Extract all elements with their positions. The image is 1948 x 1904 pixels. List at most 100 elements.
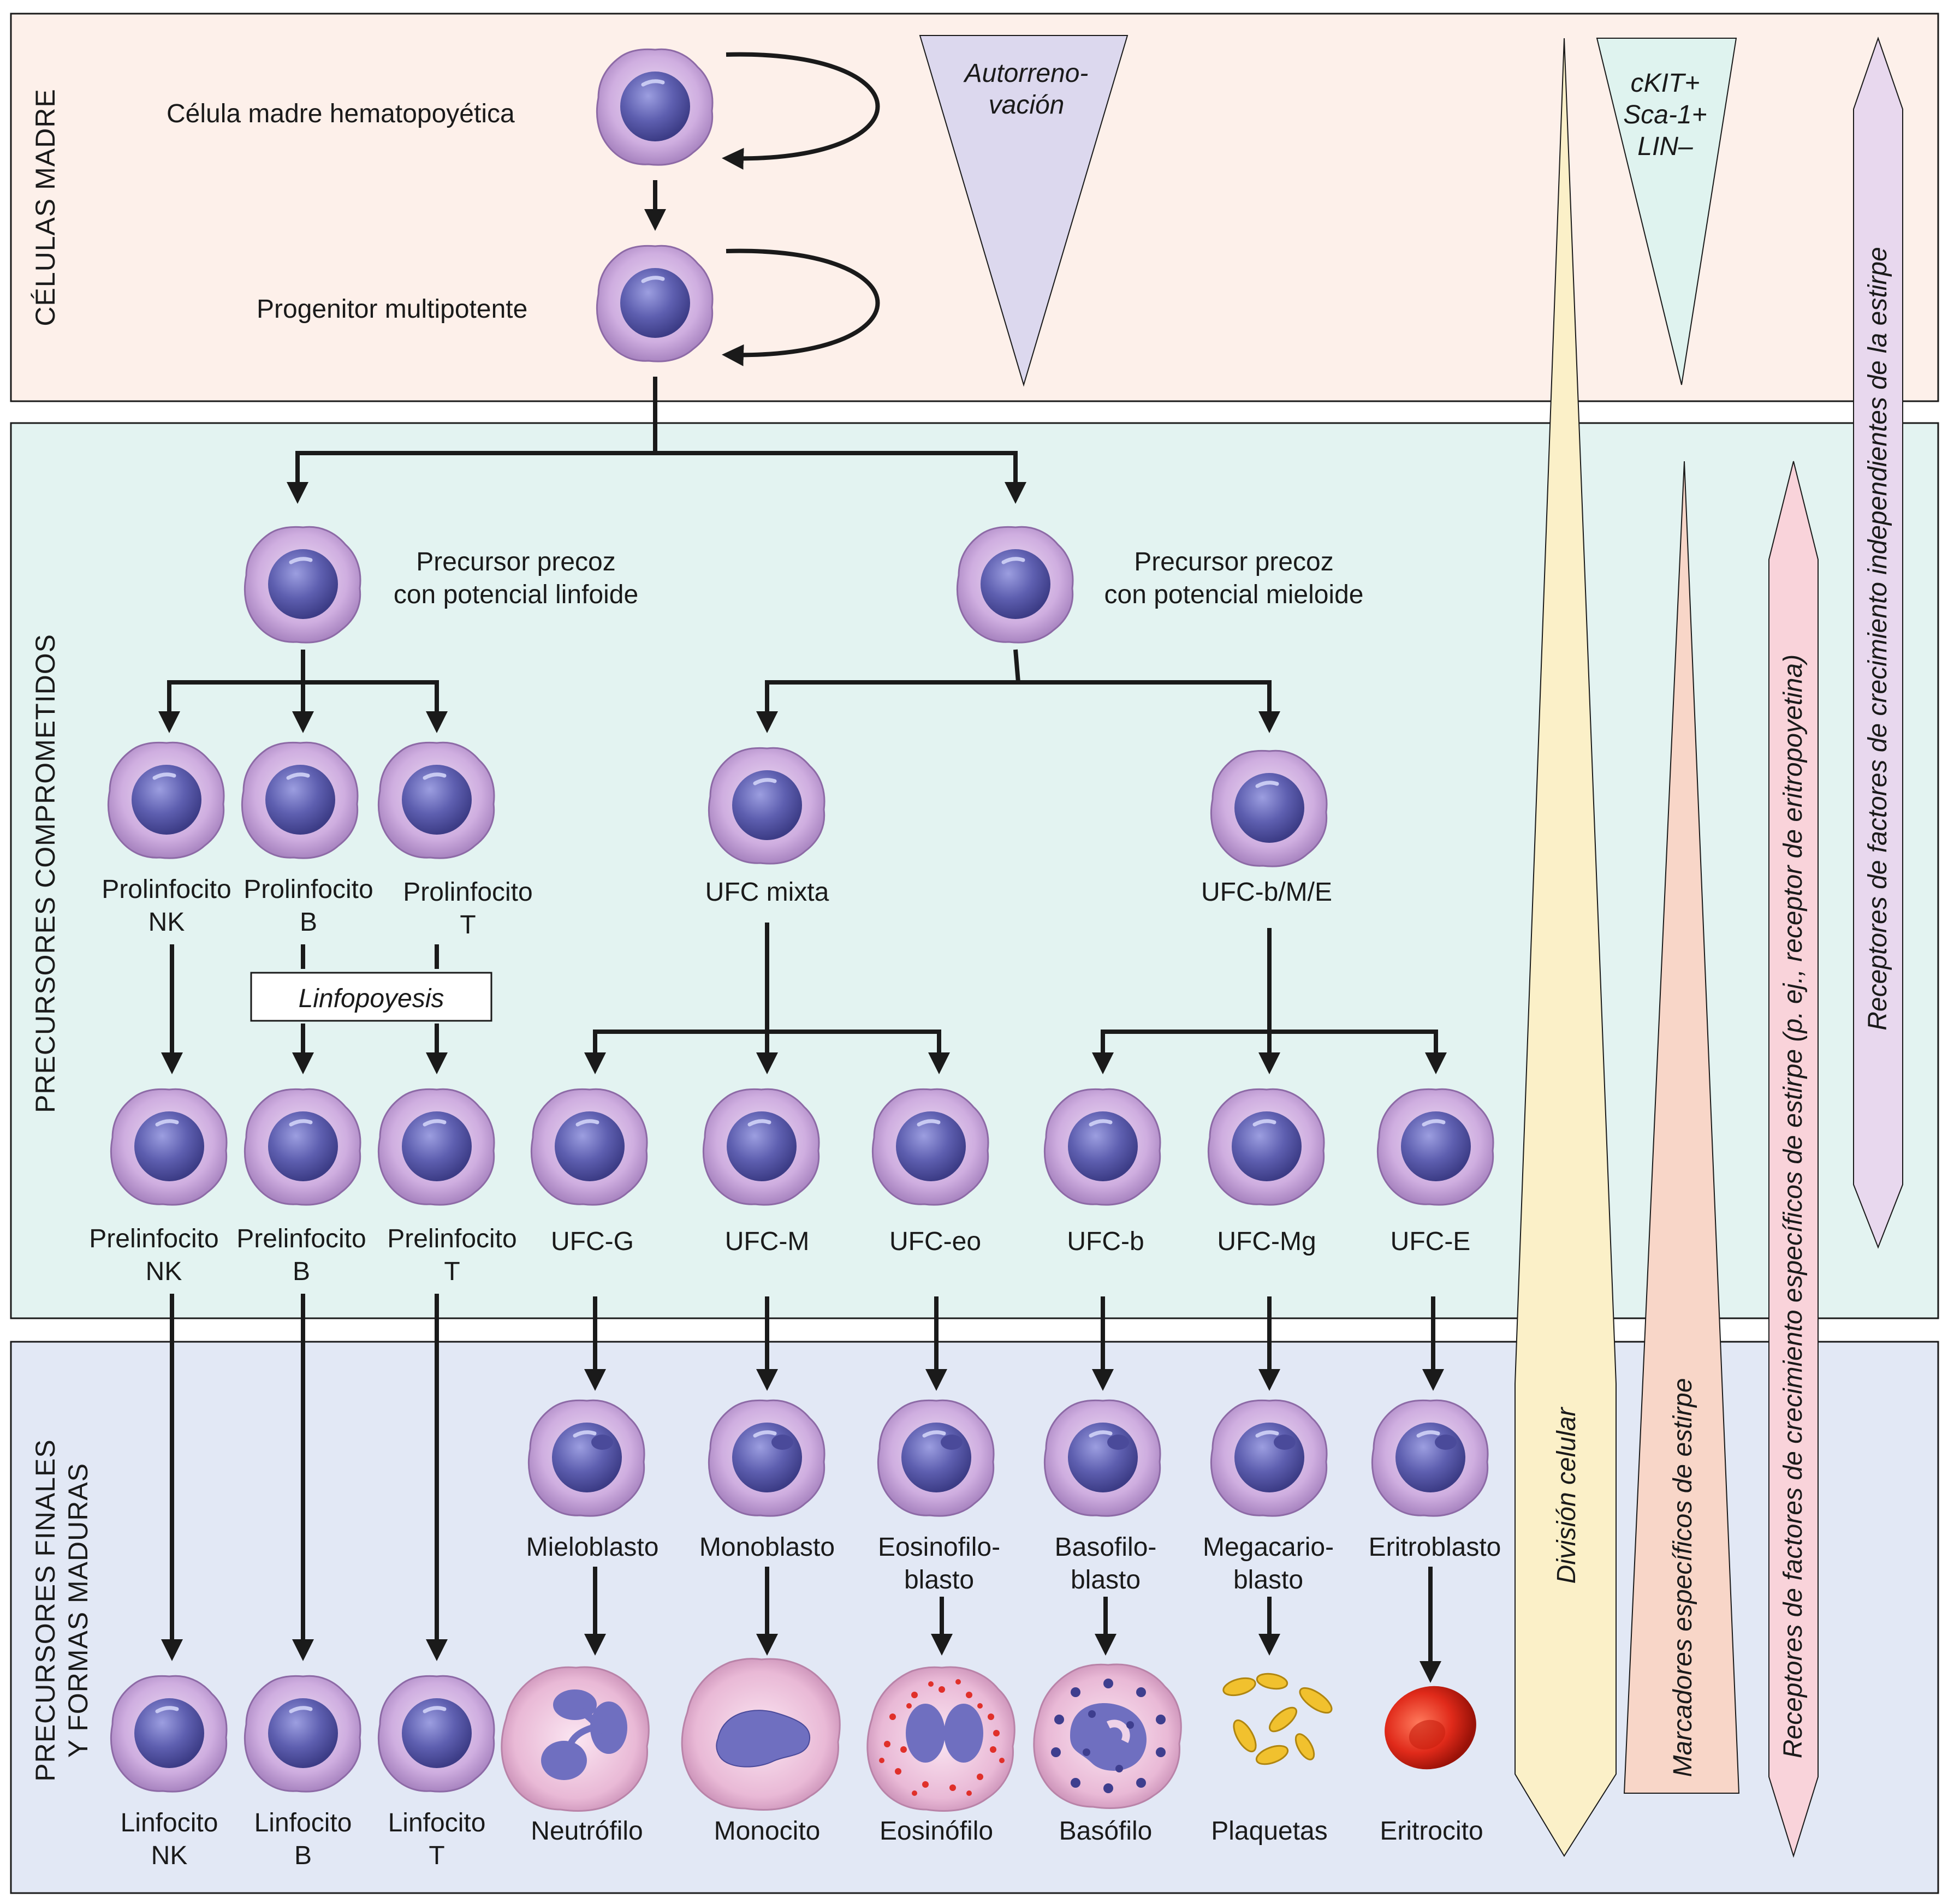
prelinfocito-nk-label-2: NK xyxy=(146,1257,182,1286)
plaquetas-label: Plaquetas xyxy=(1211,1817,1328,1846)
ufc-mixta-label: UFC mixta xyxy=(705,878,829,907)
linfopoyesis-box xyxy=(250,972,492,1022)
ufc-bme-label: UFC-b/M/E xyxy=(1201,878,1332,907)
receptores-independientes-bar xyxy=(1853,36,1903,1249)
hsc-cell xyxy=(597,49,712,165)
prelinfocito-t-label-2: T xyxy=(444,1257,460,1286)
eritroblasto-label: Eritroblasto xyxy=(1369,1533,1501,1562)
basofiloblasto-label-1: Basofilo- xyxy=(1055,1533,1157,1562)
autorrenovacion-label-2: vación xyxy=(989,91,1065,120)
megacarioblasto-cell xyxy=(1211,1400,1327,1516)
monoblasto-label: Monoblasto xyxy=(699,1533,835,1562)
ufc-b-label: UFC-b xyxy=(1067,1227,1144,1256)
myeloid-precursor-label-1: Precursor precoz xyxy=(1134,548,1333,576)
prolinfocito-t-label-2: T xyxy=(460,911,476,939)
lymphoid-precursor-label-1: Precursor precoz xyxy=(416,548,615,576)
eosinofilo-cell xyxy=(866,1666,1015,1812)
basofiloblasto-label-2: blasto xyxy=(1071,1566,1141,1594)
autorrenovacion-label-1: Autorreno- xyxy=(963,59,1089,88)
monoblasto-cell xyxy=(709,1400,824,1516)
prelinfocito-b-cell xyxy=(245,1089,360,1205)
section-title-final-2: Y FORMAS MADURAS xyxy=(63,1463,93,1758)
ckit-label-2: Sca-1+ xyxy=(1623,100,1707,129)
eosinofilo-label: Eosinófilo xyxy=(880,1817,993,1846)
mpp-self-renewal-arrow xyxy=(722,248,880,366)
megacarioblasto-label-1: Megacario- xyxy=(1203,1533,1334,1562)
megacarioblasto-label-2: blasto xyxy=(1233,1566,1303,1594)
linfocito-nk-cell xyxy=(111,1676,227,1792)
ufc-mg-cell xyxy=(1208,1089,1324,1205)
autorrenovacion-triangle xyxy=(919,35,1129,387)
ufc-eo-cell xyxy=(872,1089,988,1205)
ufc-b-cell xyxy=(1044,1089,1160,1205)
receptores-especificos-label: Receptores de factores de crecimiento es… xyxy=(1779,654,1808,1758)
eritroblasto-cell xyxy=(1372,1400,1488,1516)
mpp-label: Progenitor multipotente xyxy=(257,295,527,324)
eosinofiloblasto-cell xyxy=(878,1400,994,1516)
ufc-m-label: UFC-M xyxy=(725,1227,810,1256)
eosinofiloblasto-label-1: Eosinofilo- xyxy=(878,1533,1000,1562)
mieloblasto-label: Mieloblasto xyxy=(526,1533,659,1562)
prolinfocito-nk-cell xyxy=(108,742,224,858)
linfocito-nk-label-2: NK xyxy=(151,1841,188,1870)
hsc-label: Célula madre hematopoyética xyxy=(167,99,515,128)
ufc-mg-label: UFC-Mg xyxy=(1217,1227,1316,1256)
ufc-bme-cell xyxy=(1211,751,1327,866)
prolinfocito-nk-label-2: NK xyxy=(149,908,185,937)
section-title-stem: CÉLULAS MADRE xyxy=(30,88,61,326)
monocito-cell xyxy=(681,1658,841,1811)
linfocito-b-label-2: B xyxy=(294,1841,312,1870)
ckit-label-3: LIN– xyxy=(1637,132,1693,161)
prolinfocito-nk-label-1: Prolinfocito xyxy=(102,875,231,904)
lymphoid-precursor-label-2: con potencial linfoide xyxy=(394,580,638,609)
division-celular-bar xyxy=(1515,38,1617,1857)
prelinfocito-nk-label-1: Prelinfocito xyxy=(89,1224,218,1253)
prelinfocito-nk-cell xyxy=(111,1089,227,1205)
linfocito-nk-label-1: Linfocito xyxy=(121,1808,218,1837)
prolinfocito-t-cell xyxy=(378,742,494,858)
ufc-g-label: UFC-G xyxy=(551,1227,634,1256)
division-celular-label: División celular xyxy=(1552,1407,1581,1584)
neutrofilo-cell xyxy=(501,1666,650,1812)
basofiloblasto-cell xyxy=(1044,1400,1160,1516)
ufc-m-cell xyxy=(703,1089,819,1205)
ufc-g-cell xyxy=(531,1089,647,1205)
monocito-label: Monocito xyxy=(714,1817,821,1846)
receptores-independientes-label: Receptores de factores de crecimiento in… xyxy=(1863,247,1892,1031)
linfocito-t-label-2: T xyxy=(429,1841,444,1870)
basofilo-label: Basófilo xyxy=(1059,1817,1153,1846)
receptores-especificos-bar xyxy=(1768,461,1819,1858)
prelinfocito-b-label-2: B xyxy=(293,1257,310,1286)
eosinofiloblasto-label-2: blasto xyxy=(904,1566,974,1594)
ufc-mixta-cell xyxy=(709,748,824,864)
linfocito-b-cell xyxy=(245,1676,360,1792)
prolinfocito-b-cell xyxy=(242,742,358,858)
prolinfocito-b-label-1: Prolinfocito xyxy=(243,875,373,904)
section-title-final-1: PRECURSORES FINALES xyxy=(30,1439,61,1781)
linfocito-t-label-1: Linfocito xyxy=(388,1808,486,1837)
ckit-triangle xyxy=(1596,38,1737,385)
neutrofilo-label: Neutrófilo xyxy=(531,1817,643,1846)
prolinfocito-b-label-2: B xyxy=(300,908,317,937)
prelinfocito-b-label-1: Prelinfocito xyxy=(236,1224,366,1253)
mieloblasto-cell xyxy=(528,1400,644,1516)
prelinfocito-t-cell xyxy=(378,1089,494,1205)
marcadores-label: Marcadores específicos de estirpe xyxy=(1668,1378,1697,1777)
marcadores-bar xyxy=(1623,461,1740,1794)
prolinfocito-t-label-1: Prolinfocito xyxy=(403,878,532,907)
prelinfocito-t-label-1: Prelinfocito xyxy=(387,1224,516,1253)
linfopoyesis-label: Linfopoyesis xyxy=(299,984,444,1013)
basofilo-cell xyxy=(1033,1663,1182,1810)
myeloid-precursor-cell xyxy=(957,527,1073,642)
myeloid-precursor-label-2: con potencial mieloide xyxy=(1104,580,1364,609)
ckit-label-1: cKIT+ xyxy=(1631,69,1700,98)
ufc-eo-label: UFC-eo xyxy=(889,1227,981,1256)
linfocito-b-label-1: Linfocito xyxy=(254,1808,352,1837)
lymphoid-precursor-cell xyxy=(245,527,360,642)
ufc-e-cell xyxy=(1377,1089,1493,1205)
ufc-e-label: UFC-E xyxy=(1391,1227,1471,1256)
section-title-committed: PRECURSORES COMPROMETIDOS xyxy=(30,634,61,1113)
mpp-cell xyxy=(597,246,712,361)
